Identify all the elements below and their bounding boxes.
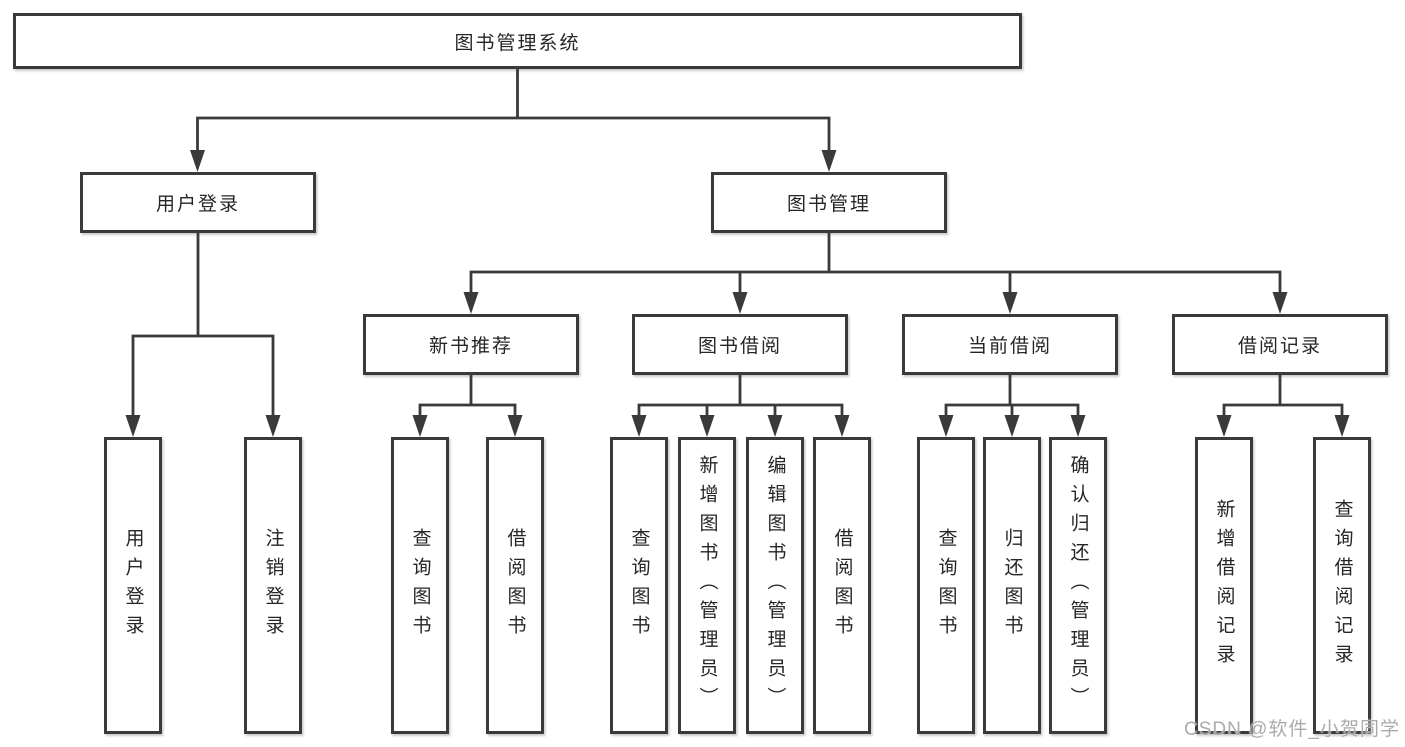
node-user-login-branch-label: 用户登录 xyxy=(155,194,240,215)
node-bb-add-book-admin: 新增图书（管理员） xyxy=(678,437,736,734)
node-br-add-record-label: 新增借阅记录 xyxy=(1213,498,1235,673)
node-br-query-record: 查询借阅记录 xyxy=(1313,437,1371,734)
node-root-label: 图书管理系统 xyxy=(454,32,581,54)
node-book-borrow: 图书借阅 xyxy=(632,314,848,375)
node-book-borrow-label: 图书借阅 xyxy=(697,336,782,357)
node-user-login-branch: 用户登录 xyxy=(80,172,316,233)
node-new-book-recommend: 新书推荐 xyxy=(363,314,579,375)
node-cb-query-books-label: 查询图书 xyxy=(935,527,957,644)
node-bb-borrow-books: 借阅图书 xyxy=(813,437,871,734)
node-bb-add-book-admin-label: 新增图书（管理员） xyxy=(696,455,718,716)
node-book-management: 图书管理 xyxy=(711,172,947,233)
node-borrow-records-label: 借阅记录 xyxy=(1237,336,1322,357)
node-logout: 注销登录 xyxy=(244,437,302,734)
node-user-login-label: 用户登录 xyxy=(122,527,144,644)
node-nbr-borrow-books-label: 借阅图书 xyxy=(504,527,526,644)
node-bb-edit-book-admin-label: 编辑图书（管理员） xyxy=(764,455,786,716)
node-cb-confirm-return-admin: 确认归还（管理员） xyxy=(1049,437,1107,734)
node-current-borrow: 当前借阅 xyxy=(902,314,1118,375)
node-nbr-query-books: 查询图书 xyxy=(391,437,449,734)
node-bb-borrow-books-label: 借阅图书 xyxy=(831,527,853,644)
node-book-management-label: 图书管理 xyxy=(786,194,871,215)
node-br-query-record-label: 查询借阅记录 xyxy=(1331,498,1353,673)
node-borrow-records: 借阅记录 xyxy=(1172,314,1388,375)
node-cb-confirm-return-admin-label: 确认归还（管理员） xyxy=(1067,455,1089,716)
node-new-book-recommend-label: 新书推荐 xyxy=(428,336,513,357)
node-logout-label: 注销登录 xyxy=(262,527,284,644)
node-root: 图书管理系统 xyxy=(13,13,1022,69)
node-user-login: 用户登录 xyxy=(104,437,162,734)
node-cb-return-books: 归还图书 xyxy=(983,437,1041,734)
node-br-add-record: 新增借阅记录 xyxy=(1195,437,1253,734)
watermark-text: CSDN @软件_小贺同学 xyxy=(1184,719,1400,740)
node-cb-query-books: 查询图书 xyxy=(917,437,975,734)
node-bb-query-books-label: 查询图书 xyxy=(628,527,650,644)
node-cb-return-books-label: 归还图书 xyxy=(1001,527,1023,644)
node-current-borrow-label: 当前借阅 xyxy=(967,336,1052,357)
node-nbr-query-books-label: 查询图书 xyxy=(409,527,431,644)
node-nbr-borrow-books: 借阅图书 xyxy=(486,437,544,734)
node-bb-query-books: 查询图书 xyxy=(610,437,668,734)
node-bb-edit-book-admin: 编辑图书（管理员） xyxy=(746,437,804,734)
